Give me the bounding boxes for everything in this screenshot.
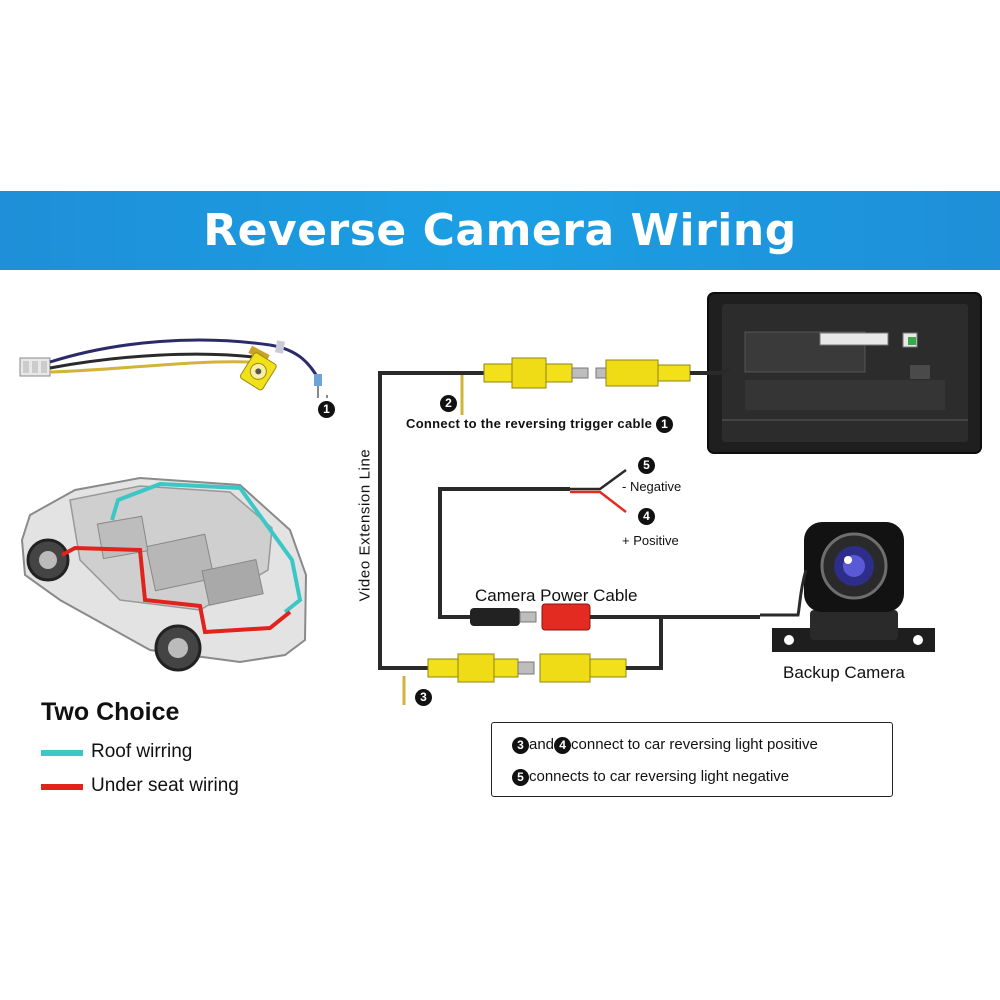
marker-1: 1 <box>318 401 335 418</box>
camera-power-cable <box>438 468 760 631</box>
video-extension-cable <box>378 357 731 705</box>
trigger-cable-label: Connect to the reversing trigger cable 1 <box>406 416 674 434</box>
backup-camera-label: Backup Camera <box>783 663 905 682</box>
roof-swatch <box>41 750 83 756</box>
legend-title: Two Choice <box>41 698 180 726</box>
note-and: and <box>529 736 555 753</box>
note-text-negative: connects to car reversing light negative <box>529 768 790 785</box>
legend-label-under-seat: Under seat wiring <box>91 775 239 796</box>
car-illustration <box>20 476 308 672</box>
negative-label: - Negative <box>622 479 682 494</box>
positive-label: + Positive <box>622 533 679 548</box>
marker-5: 5 <box>638 457 655 474</box>
marker-4: 4 <box>638 508 655 525</box>
note-text-positive: connect to car reversing light positive <box>571 736 818 753</box>
note-marker-4: 4 <box>554 736 572 754</box>
legend-label-roof: Roof wirring <box>91 741 193 762</box>
page-title: Reverse Camera Wiring <box>203 205 797 256</box>
video-extension-line-label: Video Extension Line <box>356 448 374 602</box>
trigger-harness <box>19 338 322 398</box>
marker-3: 3 <box>415 689 432 706</box>
note-marker-5: 5 <box>512 768 529 786</box>
trigger-cable-text: Connect to the reversing trigger cable <box>406 416 653 431</box>
note-marker-3: 3 <box>512 736 529 754</box>
under-seat-swatch <box>41 784 83 790</box>
head-unit <box>707 292 982 454</box>
camera-power-cable-label: Camera Power Cable <box>475 586 638 605</box>
marker-2: 2 <box>440 395 457 412</box>
backup-camera <box>760 522 935 652</box>
title-banner: Reverse Camera Wiring <box>0 191 1000 270</box>
trigger-marker-1: 1 <box>656 416 674 434</box>
